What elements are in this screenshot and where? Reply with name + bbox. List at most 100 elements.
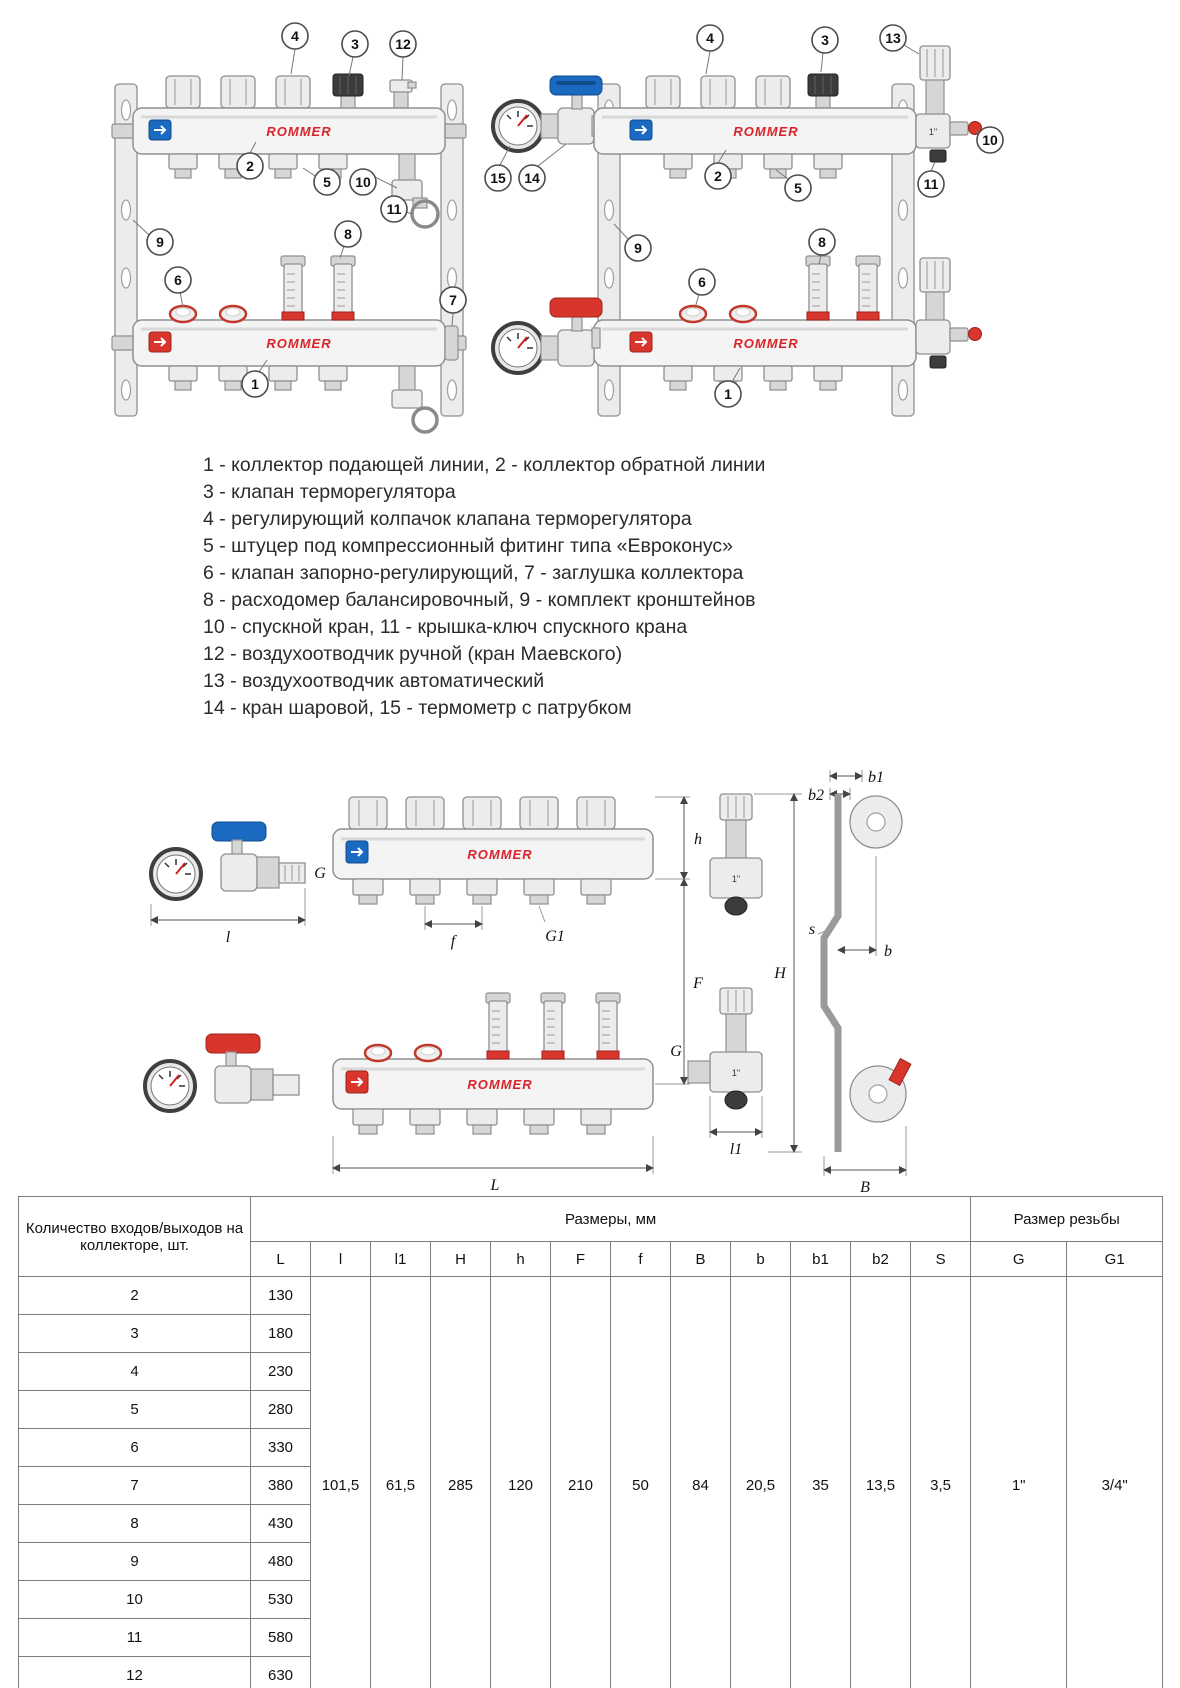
table-row: 5 280 bbox=[18, 1390, 1163, 1429]
callout-2: 2 bbox=[704, 149, 732, 190]
svg-text:L: L bbox=[490, 1177, 500, 1194]
callout-9: 9 bbox=[613, 223, 652, 262]
shared-b-cell: 20,5 bbox=[730, 1276, 791, 1688]
shared-F-cell: 210 bbox=[550, 1276, 611, 1688]
callout-9: 9 bbox=[132, 219, 174, 256]
L-cell: 380 bbox=[250, 1466, 311, 1505]
legend-line: 6 - клапан запорно-регулирующий, 7 - заг… bbox=[203, 562, 744, 584]
dim-G: G bbox=[314, 865, 326, 882]
svg-text:7: 7 bbox=[449, 292, 457, 308]
flow-meters bbox=[805, 255, 881, 321]
table-row: 3 180 bbox=[18, 1314, 1163, 1353]
callout-10: 10 bbox=[974, 126, 1004, 154]
svg-text:b1: b1 bbox=[868, 769, 884, 786]
col-header-H: H bbox=[430, 1241, 491, 1277]
svg-text:9: 9 bbox=[156, 234, 164, 250]
dim-l1: l1 bbox=[709, 1096, 763, 1158]
manifold-front-view: ROMMER ROMMER bbox=[332, 796, 654, 1135]
col-header-S: S bbox=[909, 1241, 972, 1277]
thermostat-valve bbox=[807, 73, 839, 111]
count-cell: 11 bbox=[18, 1618, 251, 1657]
return-manifold: ROMMER bbox=[593, 107, 917, 155]
shared-G-cell: 1" bbox=[970, 1276, 1068, 1688]
callout-3: 3 bbox=[341, 30, 369, 77]
svg-text:s: s bbox=[809, 921, 815, 938]
dimensions-table: Количество входов/выходов на коллекторе,… bbox=[18, 1196, 1164, 1688]
count-cell: 7 bbox=[18, 1466, 251, 1505]
callout-10: 10 bbox=[349, 168, 398, 196]
svg-text:b: b bbox=[884, 943, 892, 960]
svg-text:2: 2 bbox=[246, 158, 254, 174]
svg-text:G1: G1 bbox=[545, 928, 565, 945]
air-vent-side-view-bottom: 1" G bbox=[670, 987, 763, 1110]
svg-text:3: 3 bbox=[351, 36, 359, 52]
shutoff-valves bbox=[168, 304, 248, 324]
callout-6: 6 bbox=[164, 266, 192, 308]
callout-11: 11 bbox=[380, 195, 413, 223]
shared-f-cell: 50 bbox=[610, 1276, 671, 1688]
svg-text:11: 11 bbox=[924, 176, 939, 192]
ball-valve-red bbox=[540, 297, 603, 367]
callout-4: 4 bbox=[696, 24, 724, 75]
legend-line: 8 - расходомер балансировочный, 9 - комп… bbox=[203, 589, 756, 611]
table-header-count: Количество входов/выходов на коллекторе,… bbox=[18, 1196, 251, 1277]
callout-6: 6 bbox=[688, 268, 716, 309]
supply-manifold: ROMMER bbox=[132, 319, 459, 367]
col-header-b2: b2 bbox=[850, 1241, 911, 1277]
svg-text:10: 10 bbox=[355, 174, 371, 190]
svg-text:6: 6 bbox=[698, 274, 706, 290]
manual-air-vent bbox=[389, 79, 417, 111]
svg-text:13: 13 bbox=[885, 30, 901, 46]
L-cell: 530 bbox=[250, 1580, 311, 1619]
dim-b1: b1 bbox=[829, 769, 884, 786]
dim-b2: b2 bbox=[808, 787, 851, 804]
callout-14: 14 bbox=[518, 143, 567, 192]
L-cell: 280 bbox=[250, 1390, 311, 1429]
L-cell: 130 bbox=[250, 1276, 311, 1315]
table-row: 7 380 bbox=[18, 1466, 1163, 1505]
callout-1: 1 bbox=[241, 359, 269, 398]
shared-G1-cell: 3/4" bbox=[1066, 1276, 1164, 1688]
col-header-F: F bbox=[550, 1241, 611, 1277]
dim-F: F bbox=[655, 878, 703, 1085]
ball-valve-blue bbox=[540, 75, 603, 145]
port-size-label: 1" bbox=[732, 1068, 740, 1078]
dim-s: s bbox=[809, 921, 829, 938]
dim-B: B bbox=[823, 1126, 907, 1196]
col-header-G: G bbox=[970, 1241, 1068, 1277]
manifold-plug bbox=[444, 325, 459, 361]
shared-b1-cell: 35 bbox=[790, 1276, 851, 1688]
drain-key-cap bbox=[724, 1090, 748, 1110]
svg-text:12: 12 bbox=[395, 36, 411, 52]
dim-l: l bbox=[150, 888, 306, 946]
shared-B-cell: 84 bbox=[670, 1276, 731, 1688]
col-header-B: B bbox=[670, 1241, 731, 1277]
shared-h-cell: 120 bbox=[490, 1276, 551, 1688]
svg-text:11: 11 bbox=[387, 201, 402, 217]
svg-text:H: H bbox=[773, 965, 787, 982]
table-header-thread: Размер резьбы bbox=[970, 1196, 1164, 1242]
legend-line: 5 - штуцер под компрессионный фитинг тип… bbox=[203, 535, 733, 557]
table-row: 11 580 bbox=[18, 1618, 1163, 1657]
thermometer-upper bbox=[491, 99, 545, 153]
svg-text:10: 10 bbox=[982, 132, 998, 148]
count-cell: 10 bbox=[18, 1580, 251, 1619]
count-cell: 12 bbox=[18, 1656, 251, 1688]
count-cell: 2 bbox=[18, 1276, 251, 1315]
svg-text:4: 4 bbox=[291, 28, 299, 44]
legend-line: 10 - спускной кран, 11 - крышка-ключ спу… bbox=[203, 616, 688, 638]
svg-text:F: F bbox=[692, 975, 703, 992]
svg-text:1: 1 bbox=[724, 386, 732, 402]
callout-7: 7 bbox=[439, 286, 467, 327]
shared-S-cell: 3,5 bbox=[909, 1276, 972, 1688]
parts-legend: 1 - коллектор подающей линии, 2 - коллек… bbox=[203, 452, 765, 722]
callout-12: 12 bbox=[389, 30, 417, 81]
callout-8: 8 bbox=[808, 228, 836, 265]
svg-text:5: 5 bbox=[323, 174, 331, 190]
table-row: 4 230 bbox=[18, 1352, 1163, 1391]
col-header-G1: G1 bbox=[1066, 1241, 1164, 1277]
legend-line: 12 - воздухоотводчик ручной (кран Маевск… bbox=[203, 643, 623, 665]
callout-3: 3 bbox=[811, 26, 839, 73]
drain-cap-red bbox=[968, 121, 982, 135]
